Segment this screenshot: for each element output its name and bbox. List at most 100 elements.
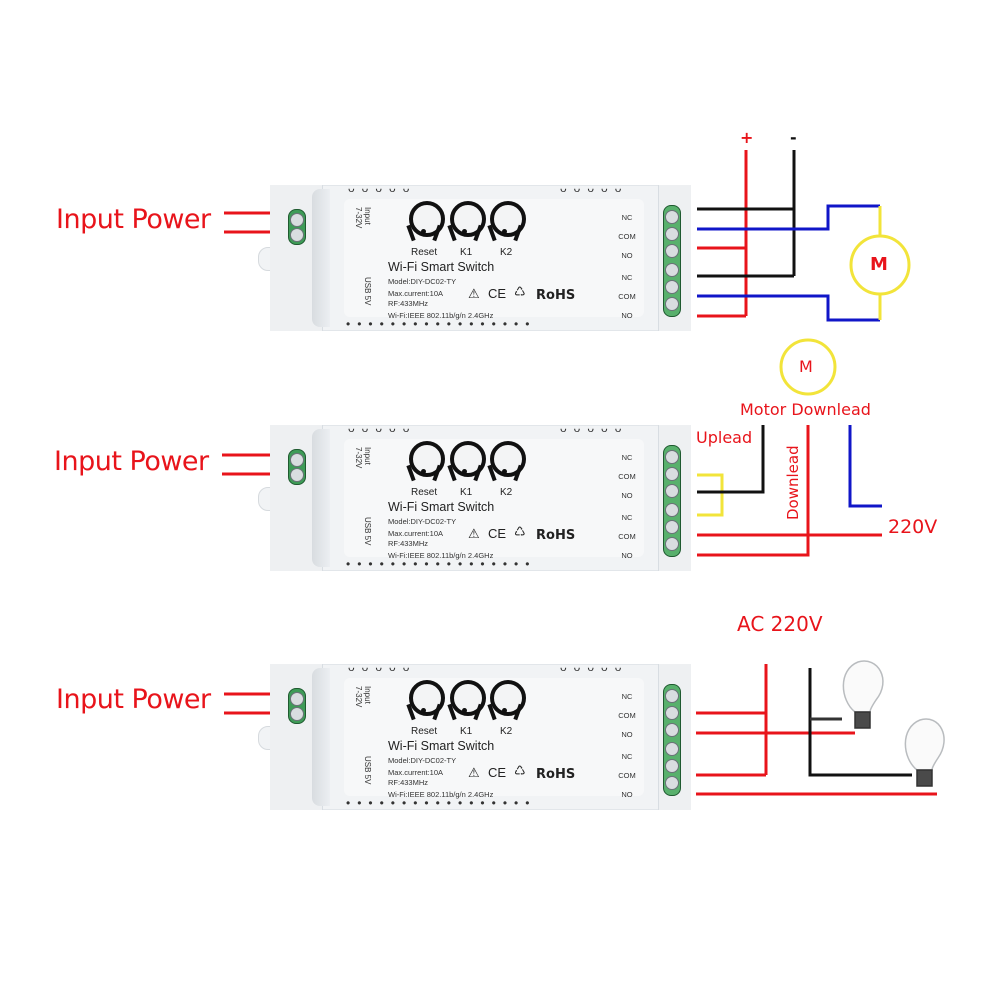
housing-shade: [312, 429, 330, 567]
diagram-2-wires: [697, 338, 882, 557]
device-wifi: Wi-Fi:IEEE 802.11b/g/n 2.4GHz: [388, 551, 494, 560]
screw-icon: [290, 707, 304, 721]
lamp-2-icon: [904, 718, 945, 787]
neutral-rail: [808, 668, 912, 777]
terminal-label-nc-2: NC: [621, 513, 633, 522]
terminal-label-com-1: COM: [618, 711, 636, 720]
vents-top-right: ᴗᴗᴗᴗᴗ: [560, 181, 629, 195]
rohs-mark: RoHS: [536, 288, 576, 303]
vents-top-left: ᴗᴗᴗᴗᴗ: [348, 660, 417, 674]
motor-2-label: M: [799, 357, 813, 376]
screw-icon: [665, 706, 679, 720]
ce-mark-icon: CE: [488, 526, 507, 541]
input-power-wires: [222, 211, 270, 715]
terminal-label-com-2: COM: [618, 771, 636, 780]
reset-label: Reset: [411, 487, 438, 498]
screw-icon: [665, 263, 679, 277]
wifi-smart-switch-device: ᴗᴗᴗᴗᴗ ᴗᴗᴗᴗᴗ ••••••••••••••••• Input 7-32…: [258, 660, 700, 810]
rohs-mark: RoHS: [536, 767, 576, 782]
relay-output-terminal: [663, 684, 681, 796]
motor-icon: [779, 338, 837, 396]
reset-label: Reset: [411, 247, 438, 258]
housing-shade: [312, 189, 330, 327]
k2-label: K2: [500, 247, 513, 258]
screw-icon: [665, 227, 679, 241]
terminal-label-nc-2: NC: [621, 752, 633, 761]
diagram-3-wires: [696, 664, 937, 796]
vents-top-right: ᴗᴗᴗᴗᴗ: [560, 421, 629, 435]
input-power-terminal: [288, 449, 306, 485]
screw-icon: [665, 297, 679, 311]
screw-icon: [665, 759, 679, 773]
terminal-label-nc-1: NC: [621, 213, 633, 222]
wire-com1: [697, 204, 880, 231]
wifi-smart-switch-device: ᴗᴗᴗᴗᴗ ᴗᴗᴗᴗᴗ ••••••••••••••••• Input 7-32…: [258, 421, 700, 571]
screw-icon: [665, 689, 679, 703]
device-title: Wi-Fi Smart Switch: [388, 739, 495, 753]
terminal-label-no-1: NO: [621, 491, 633, 500]
vents-top-right: ᴗᴗᴗᴗᴗ: [560, 660, 629, 674]
ce-mark-icon: CE: [488, 286, 507, 301]
input-power-label-3: Input Power: [56, 684, 211, 715]
device-model: Model:DIY-DC02-TY: [388, 756, 457, 765]
uplead-wire: [697, 425, 765, 494]
device-title: Wi-Fi Smart Switch: [388, 500, 495, 514]
input-power-terminal: [288, 688, 306, 724]
screw-icon: [290, 453, 304, 467]
screw-icon: [290, 228, 304, 242]
warning-icon: ⚠: [468, 286, 480, 301]
vents-bottom: •••••••••••••••••: [346, 317, 537, 331]
input-power-label-1: Input Power: [56, 204, 211, 235]
device-model: Model:DIY-DC02-TY: [388, 517, 457, 526]
terminal-label-no-1: NO: [621, 251, 633, 260]
weee-icon: ♺: [514, 524, 526, 539]
device-rf: RF:433MHz: [388, 539, 429, 548]
k1-label: K1: [460, 247, 473, 258]
screw-icon: [665, 280, 679, 294]
diagram-1-wires: [697, 150, 911, 322]
device-title: Wi-Fi Smart Switch: [388, 260, 495, 274]
ce-mark-icon: CE: [488, 765, 507, 780]
voltage-220v-label: 220V: [888, 516, 938, 538]
screw-icon: [665, 450, 679, 464]
screw-icon: [665, 484, 679, 498]
k2-label: K2: [500, 487, 513, 498]
motor-downlead-label: Motor Downlead: [740, 400, 871, 419]
screw-icon: [665, 244, 679, 258]
weee-icon: ♺: [514, 284, 526, 299]
housing-shade: [312, 668, 330, 806]
screw-icon: [665, 537, 679, 551]
terminal-label-no-2: NO: [621, 790, 633, 799]
positive-label: +: [740, 128, 754, 147]
wire-com2: [697, 294, 880, 322]
screw-icon: [290, 468, 304, 482]
relay-output-terminal: [663, 445, 681, 557]
neutral-wire: [848, 425, 882, 508]
terminal-label-nc-2: NC: [621, 273, 633, 282]
screw-icon: [665, 210, 679, 224]
device-model: Model:DIY-DC02-TY: [388, 277, 457, 286]
screw-icon: [665, 776, 679, 790]
vents-top-left: ᴗᴗᴗᴗᴗ: [348, 181, 417, 195]
wifi-smart-switch-device: ᴗᴗᴗᴗᴗ ᴗᴗᴗᴗᴗ ••••••••••••••••• Input 7-32…: [258, 181, 700, 331]
relay-output-terminal: [663, 205, 681, 317]
screw-icon: [665, 723, 679, 737]
weee-icon: ♺: [514, 763, 526, 778]
screw-icon: [665, 742, 679, 756]
screw-icon: [665, 520, 679, 534]
screw-icon: [665, 503, 679, 517]
terminal-label-com-2: COM: [618, 292, 636, 301]
k2-label: K2: [500, 726, 513, 737]
terminal-label-no-2: NO: [621, 551, 633, 560]
terminal-label-no-1: NO: [621, 730, 633, 739]
k1-label: K1: [460, 487, 473, 498]
device-max-current: Max.current:10A: [388, 289, 444, 298]
ac-220v-label: AC 220V: [737, 612, 823, 636]
screw-icon: [290, 213, 304, 227]
rohs-mark: RoHS: [536, 528, 576, 543]
downlead-label: Downlead: [784, 445, 802, 520]
screw-icon: [290, 692, 304, 706]
lamp-1-icon: [842, 660, 884, 729]
terminal-label-nc-1: NC: [621, 692, 633, 701]
